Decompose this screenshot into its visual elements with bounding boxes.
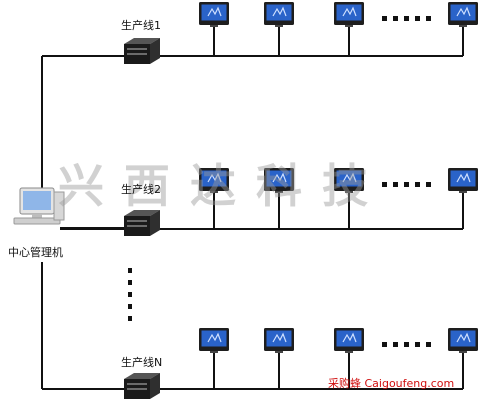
continuation-dot <box>393 342 398 347</box>
continuation-dot <box>404 16 409 21</box>
pc-top <box>124 38 160 44</box>
monitor-icon <box>199 328 229 353</box>
vertical-ellipsis-dot <box>128 280 132 285</box>
screen-graphic <box>342 172 357 183</box>
screen-graphic <box>456 172 471 183</box>
vertical-ellipsis-dot <box>128 304 132 309</box>
monitor-icon <box>264 2 294 27</box>
center-computer-icon <box>13 187 65 225</box>
monitor-icon <box>199 2 229 27</box>
continuation-dot <box>382 342 387 347</box>
continuation-dot <box>415 342 420 347</box>
screen-graphic <box>207 332 222 343</box>
monitor-stand <box>275 191 283 193</box>
pc-side <box>150 38 160 64</box>
monitor-stand <box>459 351 467 353</box>
screen-graphic <box>342 6 357 17</box>
line-label-1: 生产线1 <box>121 19 161 32</box>
continuation-dot <box>393 182 398 187</box>
continuation-dot <box>382 182 387 187</box>
continuation-dot <box>382 16 387 21</box>
pc-drive-bay <box>127 383 147 385</box>
computer-screen <box>23 191 51 210</box>
screen-graphic <box>207 172 222 183</box>
industrial-pc-icon <box>124 38 160 64</box>
screen-graphic <box>272 6 287 17</box>
monitor-stand <box>459 191 467 193</box>
continuation-dot <box>393 16 398 21</box>
monitor-icon <box>264 328 294 353</box>
screen-graphic <box>342 332 357 343</box>
pc-side <box>150 373 160 399</box>
computer-keyboard <box>13 217 61 225</box>
screen-graphic <box>456 6 471 17</box>
continuation-dot <box>404 182 409 187</box>
monitor-icon <box>334 328 364 353</box>
monitor-icon <box>448 168 478 193</box>
monitor-icon <box>448 328 478 353</box>
monitor-icon <box>448 2 478 27</box>
screen-graphic <box>272 172 287 183</box>
vertical-ellipsis-dot <box>128 292 132 297</box>
pc-top <box>124 210 160 216</box>
continuation-dot <box>415 16 420 21</box>
monitor-stand <box>345 351 353 353</box>
vertical-ellipsis-dot <box>128 268 132 273</box>
site-credit: 采购蜂 Caigoufeng.com <box>328 377 455 390</box>
computer-neck <box>32 214 42 218</box>
screen-graphic <box>207 6 222 17</box>
monitor-icon <box>334 168 364 193</box>
continuation-dot <box>415 182 420 187</box>
continuation-dot <box>426 16 431 21</box>
monitor-stand <box>210 191 218 193</box>
pc-top <box>124 373 160 379</box>
pc-drive-bay <box>127 48 147 50</box>
continuation-dot <box>404 342 409 347</box>
monitor-stand <box>345 25 353 27</box>
continuation-dot <box>426 182 431 187</box>
monitor-stand <box>275 351 283 353</box>
monitor-icon <box>199 168 229 193</box>
monitor-stand <box>210 351 218 353</box>
computer-tower <box>53 191 65 221</box>
pc-side <box>150 210 160 236</box>
monitor-stand <box>275 25 283 27</box>
monitor-icon <box>264 168 294 193</box>
continuation-dot <box>426 342 431 347</box>
screen-graphic <box>272 332 287 343</box>
industrial-pc-icon <box>124 373 160 399</box>
monitor-stand <box>345 191 353 193</box>
pc-drive-bay <box>127 225 147 227</box>
watermark-text: 兴西达科技 <box>58 159 388 213</box>
center-computer-label: 中心管理机 <box>8 246 63 259</box>
industrial-pc-icon <box>124 210 160 236</box>
line-label-n: 生产线N <box>121 356 163 369</box>
monitor-stand <box>210 25 218 27</box>
vertical-ellipsis-dot <box>128 316 132 321</box>
line-label-2: 生产线2 <box>121 183 161 196</box>
screen-graphic <box>456 332 471 343</box>
monitor-icon <box>334 2 364 27</box>
monitor-stand <box>459 25 467 27</box>
pc-drive-bay <box>127 388 147 390</box>
pc-drive-bay <box>127 220 147 222</box>
pc-drive-bay <box>127 53 147 55</box>
